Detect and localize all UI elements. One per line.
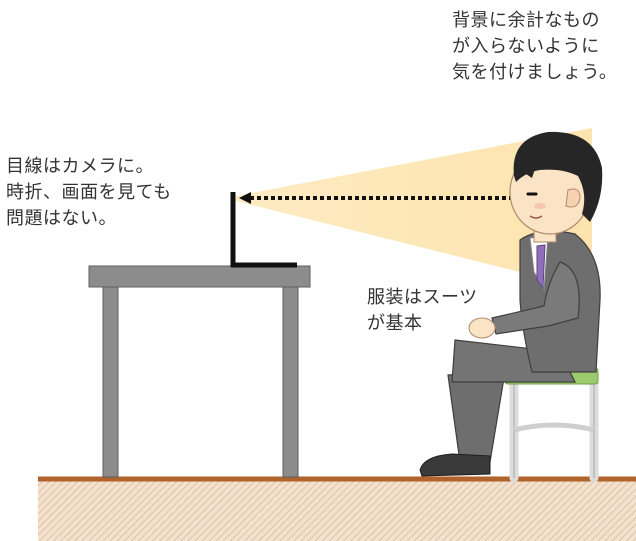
mouth — [529, 215, 543, 219]
camera-view-cone — [236, 128, 592, 290]
ear — [565, 188, 581, 208]
eye-line-arrow — [239, 192, 514, 204]
floor — [38, 479, 636, 541]
cheek — [534, 203, 546, 209]
necktie — [536, 244, 546, 290]
background-caption: 背景に余計なもの が入らないように 気を付けましょう。 — [452, 10, 618, 83]
attire-caption: 服装はスーツ が基本 — [367, 287, 478, 334]
hair — [513, 131, 603, 222]
seated-person — [419, 131, 603, 477]
table — [88, 265, 311, 478]
shoe — [419, 453, 491, 477]
stool — [504, 367, 599, 483]
laptop — [230, 192, 297, 268]
eye-line-caption: 目線はカメラに。 時折、画面を見ても 問題はない。 — [6, 156, 172, 229]
hand — [468, 317, 496, 339]
